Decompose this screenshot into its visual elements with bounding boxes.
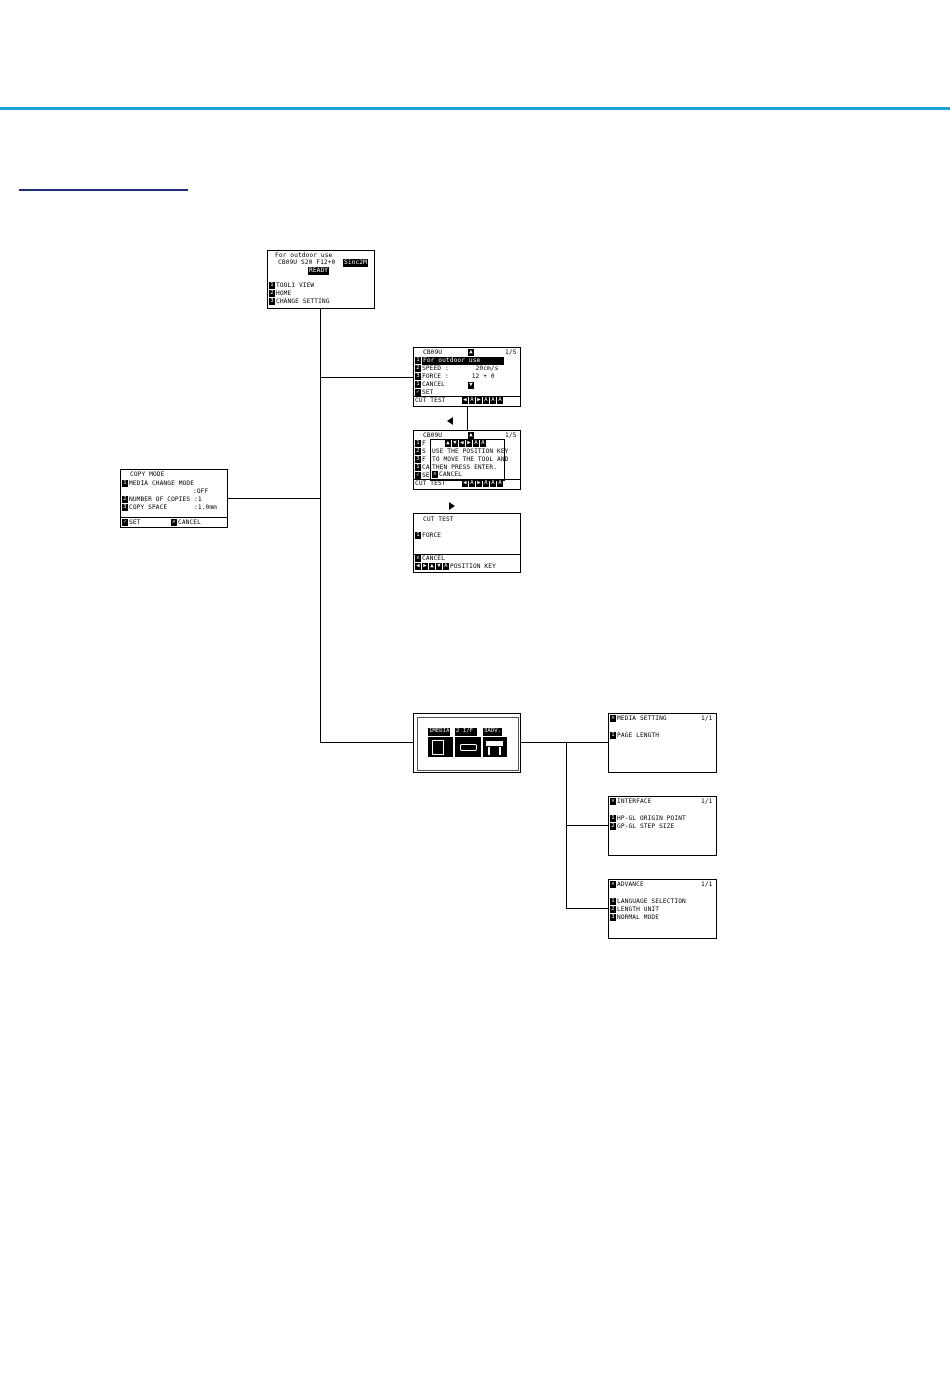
menu-frame xyxy=(417,717,519,771)
connector xyxy=(320,742,414,743)
popup-page: 1/5 xyxy=(505,432,517,439)
interface-page: 1/1 xyxy=(701,798,713,805)
main-tag: Sinc2M xyxy=(343,259,368,267)
divider xyxy=(414,554,520,555)
menu-screen: 1MEDIA 2 I/F 3ADV. xyxy=(413,713,521,773)
cut-test-cancel[interactable]: ✕CANCEL xyxy=(415,555,445,562)
connector xyxy=(320,377,414,378)
advance-title: ✕ADVANCE xyxy=(610,881,644,888)
connector xyxy=(521,742,609,743)
up-arrow-icon: ▲ xyxy=(468,349,474,356)
interface-icon xyxy=(455,737,481,757)
popup-bg-keys: ✓SE xyxy=(415,472,430,479)
cond-footer: CUT TEST xyxy=(415,397,446,404)
connector xyxy=(566,825,609,826)
right-arrow-icon xyxy=(449,502,455,510)
section-heading-underline xyxy=(19,189,188,191)
popup-line-1: USE THE POSITION KEY xyxy=(432,448,509,455)
divider xyxy=(414,479,520,480)
advance-page: 1/1 xyxy=(701,881,713,888)
cond-tool: CB09U xyxy=(423,349,443,356)
media-page: 1/1 xyxy=(701,715,713,722)
connector xyxy=(228,498,320,499)
copy-cancel-button[interactable]: ✕CANCEL xyxy=(171,519,201,526)
cond-page: 1/5 xyxy=(505,349,517,356)
menu-tab-advance[interactable]: 3ADV. xyxy=(483,728,507,758)
popup-cancel[interactable]: ✕CANCEL xyxy=(432,471,462,478)
media-icon xyxy=(428,737,453,757)
copy-set-button[interactable]: ✓SET xyxy=(122,519,141,526)
media-title: ✕MEDIA SETTING xyxy=(610,715,667,722)
main-status: READY xyxy=(308,267,330,275)
plotter-icon xyxy=(483,737,507,757)
popup-footer: CUT TEST xyxy=(415,480,446,487)
main-screen: For outdoor use CB09U S20 F12+0 Sinc2M R… xyxy=(267,250,375,309)
header-rule xyxy=(0,107,950,110)
popup-line-3: THEN PRESS ENTER. xyxy=(432,464,498,471)
main-line1: For outdoor use xyxy=(275,252,333,259)
menu-tab-interface[interactable]: 2 I/F xyxy=(455,728,481,758)
divider xyxy=(121,517,227,518)
copy-item-1-value: :OFF xyxy=(193,488,209,495)
up-arrow-icon: ▲ xyxy=(468,432,474,439)
cond-set[interactable]: ✓SET xyxy=(415,389,434,396)
popup-tool: CB09U xyxy=(423,432,443,439)
menu-tab-media[interactable]: 1MEDIA xyxy=(428,728,453,758)
popup-line-2: TO MOVE THE TOOL AND xyxy=(432,456,509,463)
left-arrow-icon xyxy=(447,417,453,425)
main-line2: CB09U S20 F12+0 xyxy=(278,259,336,266)
interface-title: ✕INTERFACE xyxy=(610,798,652,805)
divider xyxy=(414,396,520,397)
down-arrow-icon: ▼ xyxy=(468,382,474,389)
copy-title: COPY MODE xyxy=(130,471,165,478)
cut-test-title: CUT TEST xyxy=(423,516,454,523)
connector xyxy=(566,908,609,909)
connector xyxy=(467,406,468,431)
connector xyxy=(320,308,321,743)
